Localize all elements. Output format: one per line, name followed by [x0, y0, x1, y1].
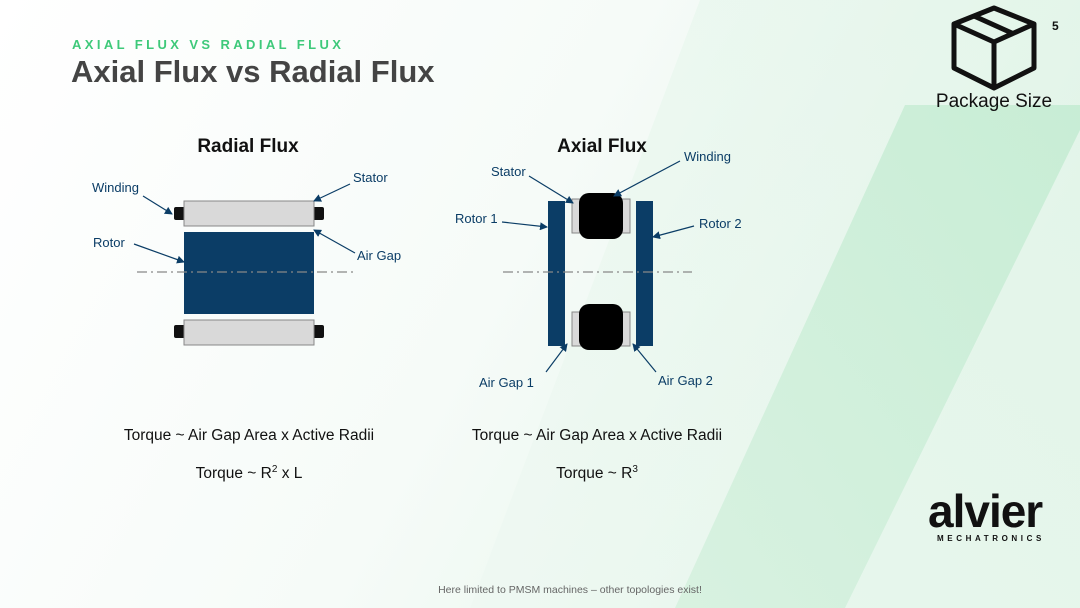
radial-winding-top-right — [312, 207, 324, 220]
axial-rotor-1 — [548, 201, 565, 346]
axial-winding-top — [579, 193, 623, 239]
page-title: Axial Flux vs Radial Flux — [71, 54, 435, 89]
axial-label-rotor-1: Rotor 1 — [455, 211, 498, 226]
axial-arrow-stator — [528, 175, 574, 204]
radial-rotor — [184, 232, 314, 314]
radial-winding-top-left — [174, 207, 186, 220]
radial-formula-2-exponent: 2 — [271, 464, 278, 475]
axial-arrow-rotor-2 — [652, 225, 695, 240]
background-band-green — [675, 105, 1080, 608]
radial-arrow-air-gap — [313, 229, 356, 254]
axial-winding-bottom — [579, 304, 623, 350]
axial-label-rotor-2: Rotor 2 — [699, 216, 742, 231]
radial-label-stator: Stator — [353, 170, 388, 185]
alvier-logo-subtitle: MECHATRONICS — [937, 534, 1045, 543]
axial-arrow-air-gap-1 — [545, 343, 568, 373]
radial-stator-top — [183, 200, 315, 227]
package-size-label: Package Size — [935, 91, 1053, 112]
footnote: Here limited to PMSM machines – other to… — [438, 584, 702, 596]
radial-winding-bottom-left — [174, 325, 186, 338]
axial-formula-2-exponent: 3 — [632, 464, 638, 475]
radial-formula-2-base: Torque ~ R — [195, 465, 272, 483]
radial-formula-1: Torque ~ Air Gap Area x Active Radii — [123, 427, 375, 444]
radial-label-winding: Winding — [92, 180, 139, 195]
radial-arrow-winding — [142, 195, 173, 215]
radial-formula-2-tail: x L — [277, 465, 303, 483]
radial-formula-2: Torque ~ R2 x L — [89, 464, 409, 483]
axial-arrow-rotor-1 — [501, 221, 548, 231]
radial-arrow-stator — [313, 183, 351, 202]
radial-arrow-rotor — [133, 243, 185, 264]
axial-label-air-gap-1: Air Gap 1 — [479, 375, 534, 390]
radial-stator-bottom — [183, 319, 315, 346]
package-box-icon — [951, 5, 1037, 91]
radial-label-rotor: Rotor — [93, 235, 125, 250]
radial-winding-bottom-right — [312, 325, 324, 338]
alvier-logo: alvier — [928, 485, 1043, 537]
axial-label-winding: Winding — [684, 149, 731, 164]
axial-formula-2: Torque ~ R3 — [437, 464, 757, 483]
axial-arrow-winding — [613, 160, 681, 197]
page-number: 5 — [1052, 19, 1059, 33]
radial-label-air-gap: Air Gap — [357, 248, 401, 263]
radial-heading: Radial Flux — [197, 136, 299, 157]
axial-formula-2-base: Torque ~ R — [556, 465, 633, 483]
section-subtitle: AXIAL FLUX VS RADIAL FLUX — [72, 37, 345, 52]
axial-label-air-gap-2: Air Gap 2 — [658, 373, 713, 388]
axial-arrow-air-gap-2 — [632, 343, 657, 373]
axial-formula-1: Torque ~ Air Gap Area x Active Radii — [471, 427, 723, 444]
axial-heading: Axial Flux — [557, 136, 647, 157]
axial-rotor-2 — [636, 201, 653, 346]
axial-label-stator: Stator — [491, 164, 526, 179]
